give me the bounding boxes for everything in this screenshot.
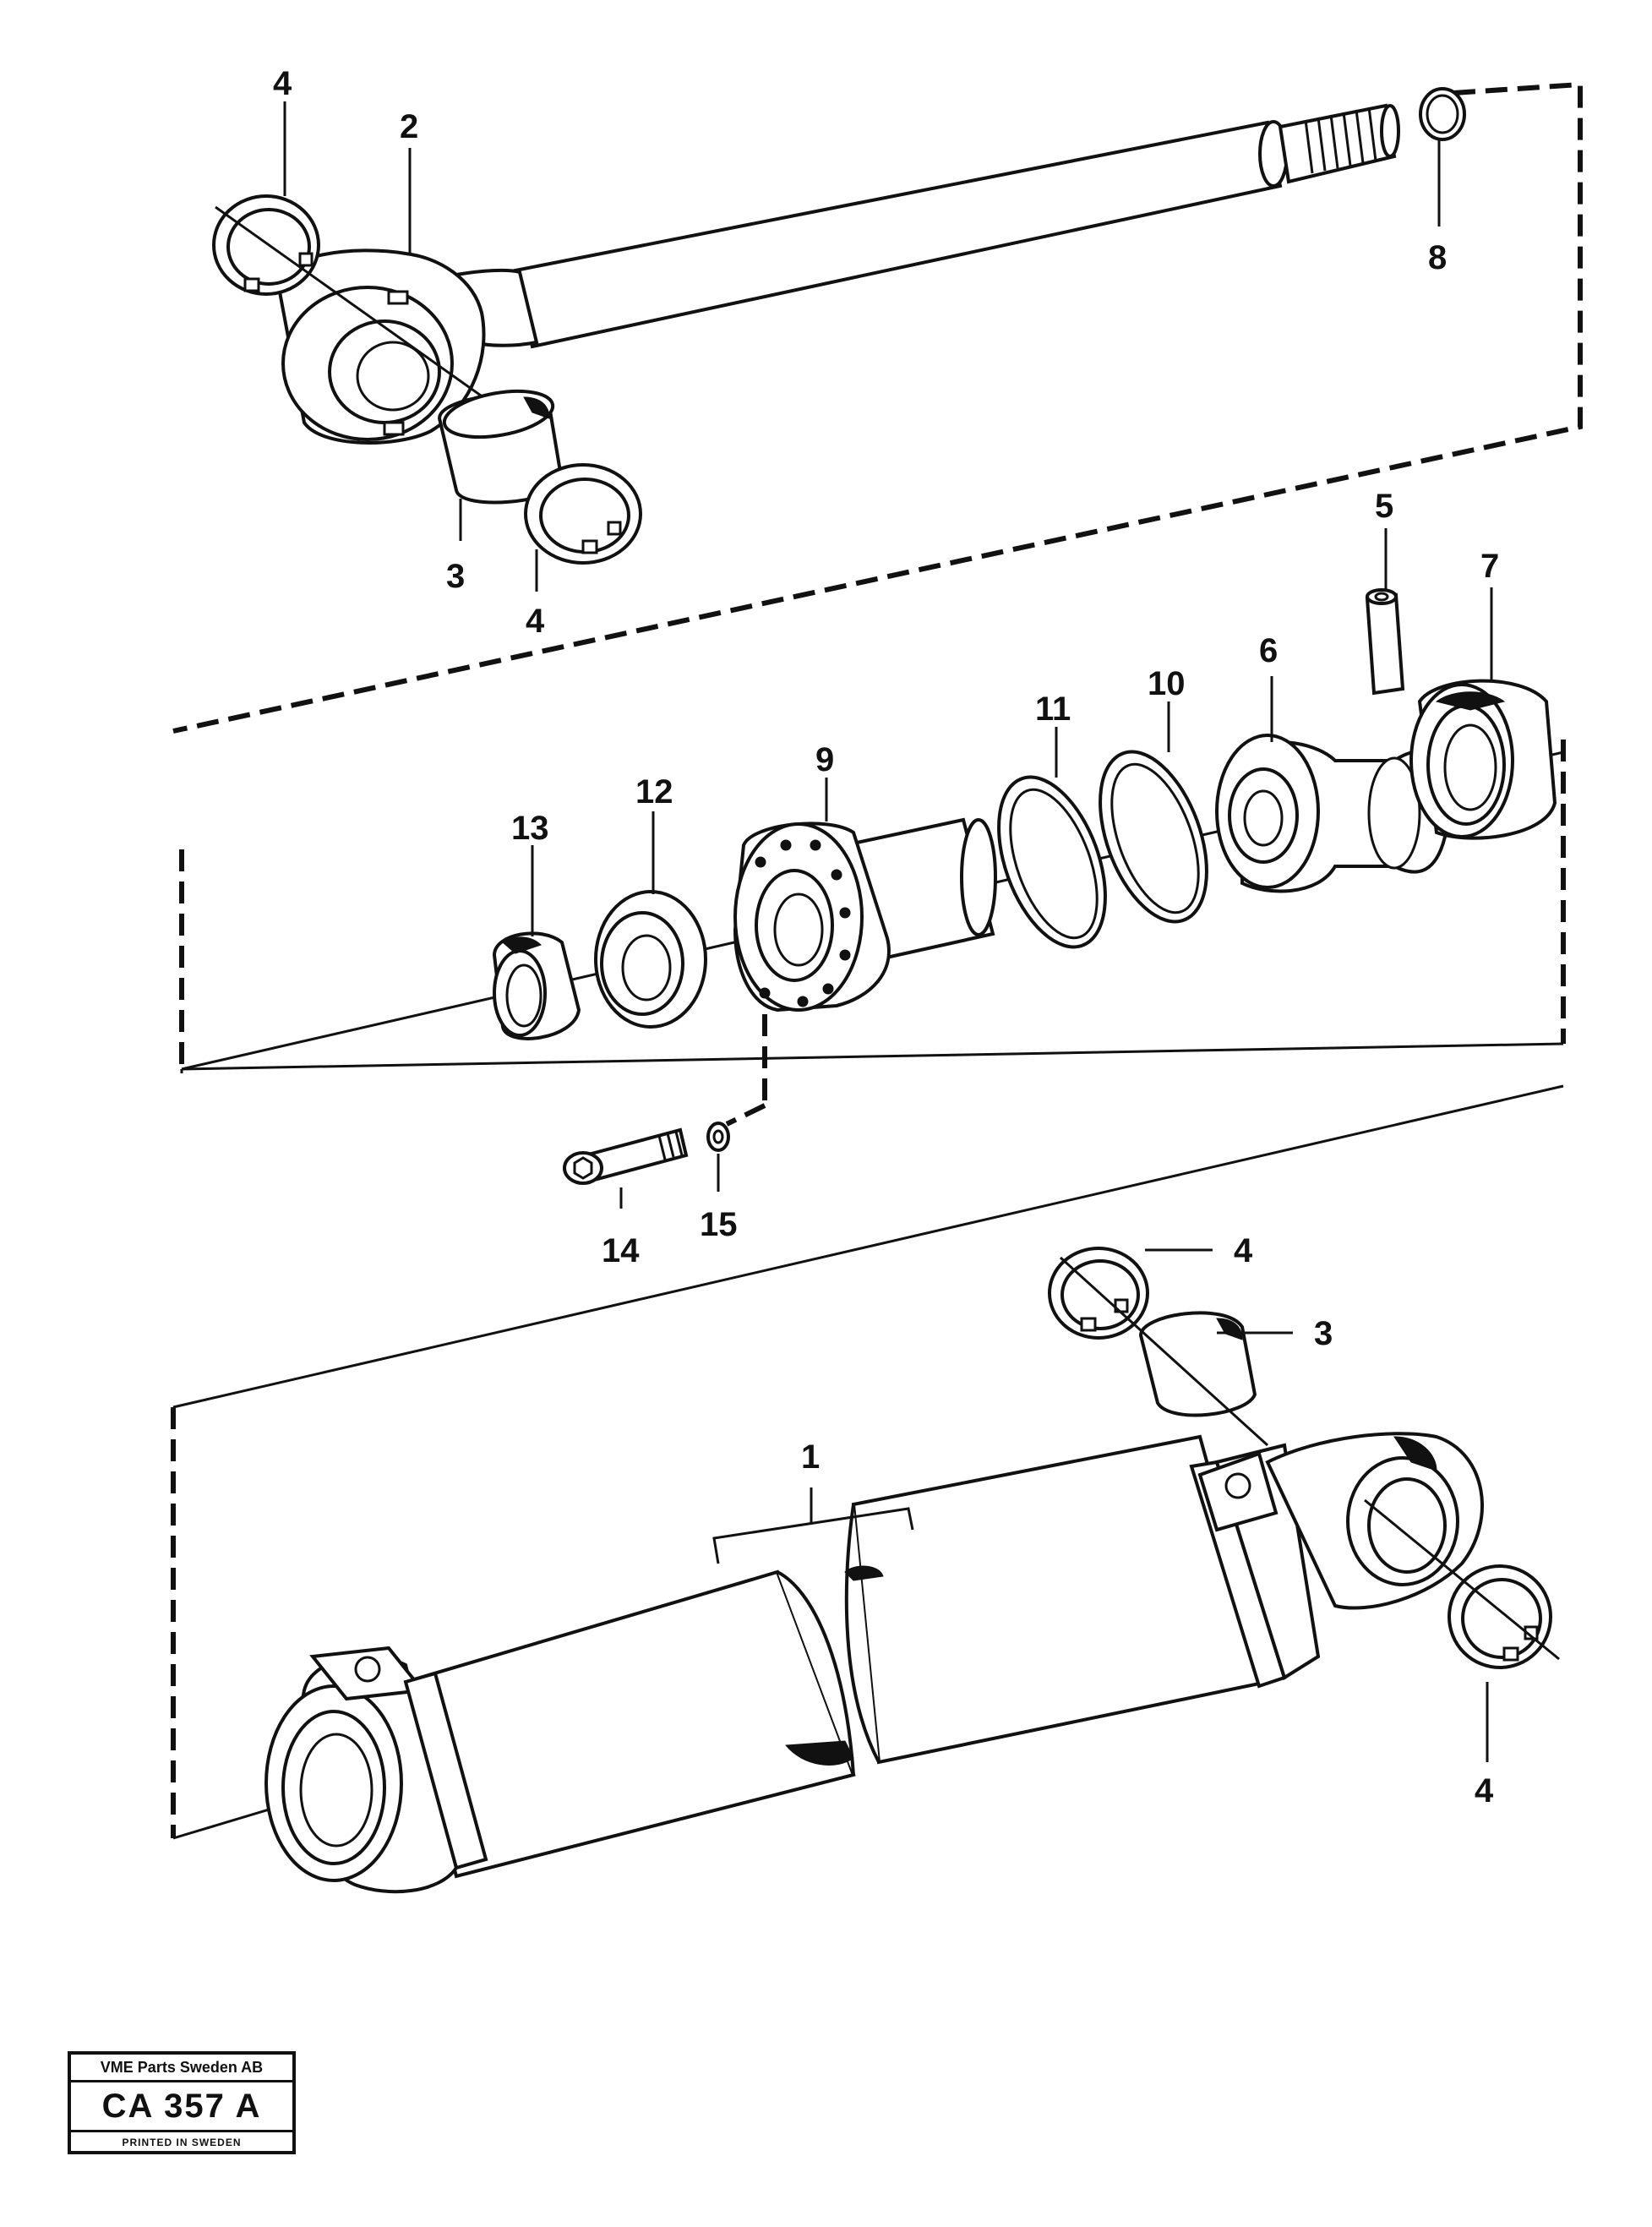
- guide-ring-11: [997, 775, 1107, 949]
- piston-6: [1215, 734, 1448, 893]
- callout-5: 5: [1375, 488, 1393, 525]
- callout-4-lower-upper: 4: [1234, 1232, 1253, 1269]
- callout-9: 9: [815, 741, 834, 778]
- callout-10: 10: [1148, 665, 1186, 702]
- circlip-upper-left: [212, 194, 320, 296]
- seal-12: [594, 890, 707, 1029]
- callout-4-upper-bottom: 4: [526, 603, 545, 640]
- bottom-frame-top: [172, 1084, 1564, 1409]
- o-ring-8: [1419, 87, 1466, 141]
- callout-3-lower: 3: [1314, 1315, 1333, 1352]
- seal-ring-10: [1099, 750, 1208, 924]
- callout-8: 8: [1428, 239, 1447, 276]
- wiper-13: [492, 931, 581, 1040]
- callout-1: 1: [801, 1438, 820, 1476]
- cylinder-head-9: [733, 817, 997, 1013]
- screw-14: [563, 1127, 689, 1185]
- piston-nut-7: [1409, 679, 1557, 840]
- callout-13: 13: [511, 810, 549, 847]
- bushing-upper: [437, 389, 564, 505]
- callout-2: 2: [400, 108, 418, 145]
- callout-4-upper-left: 4: [273, 65, 292, 102]
- top-group-frame: [172, 81, 1583, 734]
- callout-14: 14: [602, 1232, 640, 1269]
- title-block-printed: PRINTED IN SWEDEN: [71, 2130, 292, 2153]
- callout-12: 12: [635, 773, 673, 811]
- middle-group: 13 12 9 11 10 6 5 7 14 15: [179, 488, 1566, 1269]
- locking-pin-5: [1365, 588, 1405, 696]
- circlip-upper-right: [524, 463, 642, 565]
- piston-rod: [276, 103, 1400, 445]
- title-block-company: VME Parts Sweden AB: [71, 2055, 292, 2082]
- bottom-group: 1 4 3 4: [171, 1084, 1564, 1894]
- callout-15: 15: [700, 1206, 738, 1243]
- callout-4-lower-right: 4: [1475, 1772, 1494, 1809]
- bracket-1: [712, 1507, 914, 1564]
- callout-7: 7: [1480, 548, 1499, 585]
- title-block: VME Parts Sweden AB CA 357 A PRINTED IN …: [68, 2051, 296, 2154]
- callout-3-upper: 3: [446, 558, 465, 595]
- title-block-code: CA 357 A: [101, 2088, 262, 2125]
- top-group: 4 2 8 3 4: [172, 65, 1583, 734]
- callout-11: 11: [1035, 690, 1071, 728]
- cylinder-tube: [264, 1432, 1484, 1894]
- bushing-lower: [1138, 1311, 1257, 1417]
- washer-15: [706, 1122, 730, 1152]
- callout-6: 6: [1259, 632, 1278, 669]
